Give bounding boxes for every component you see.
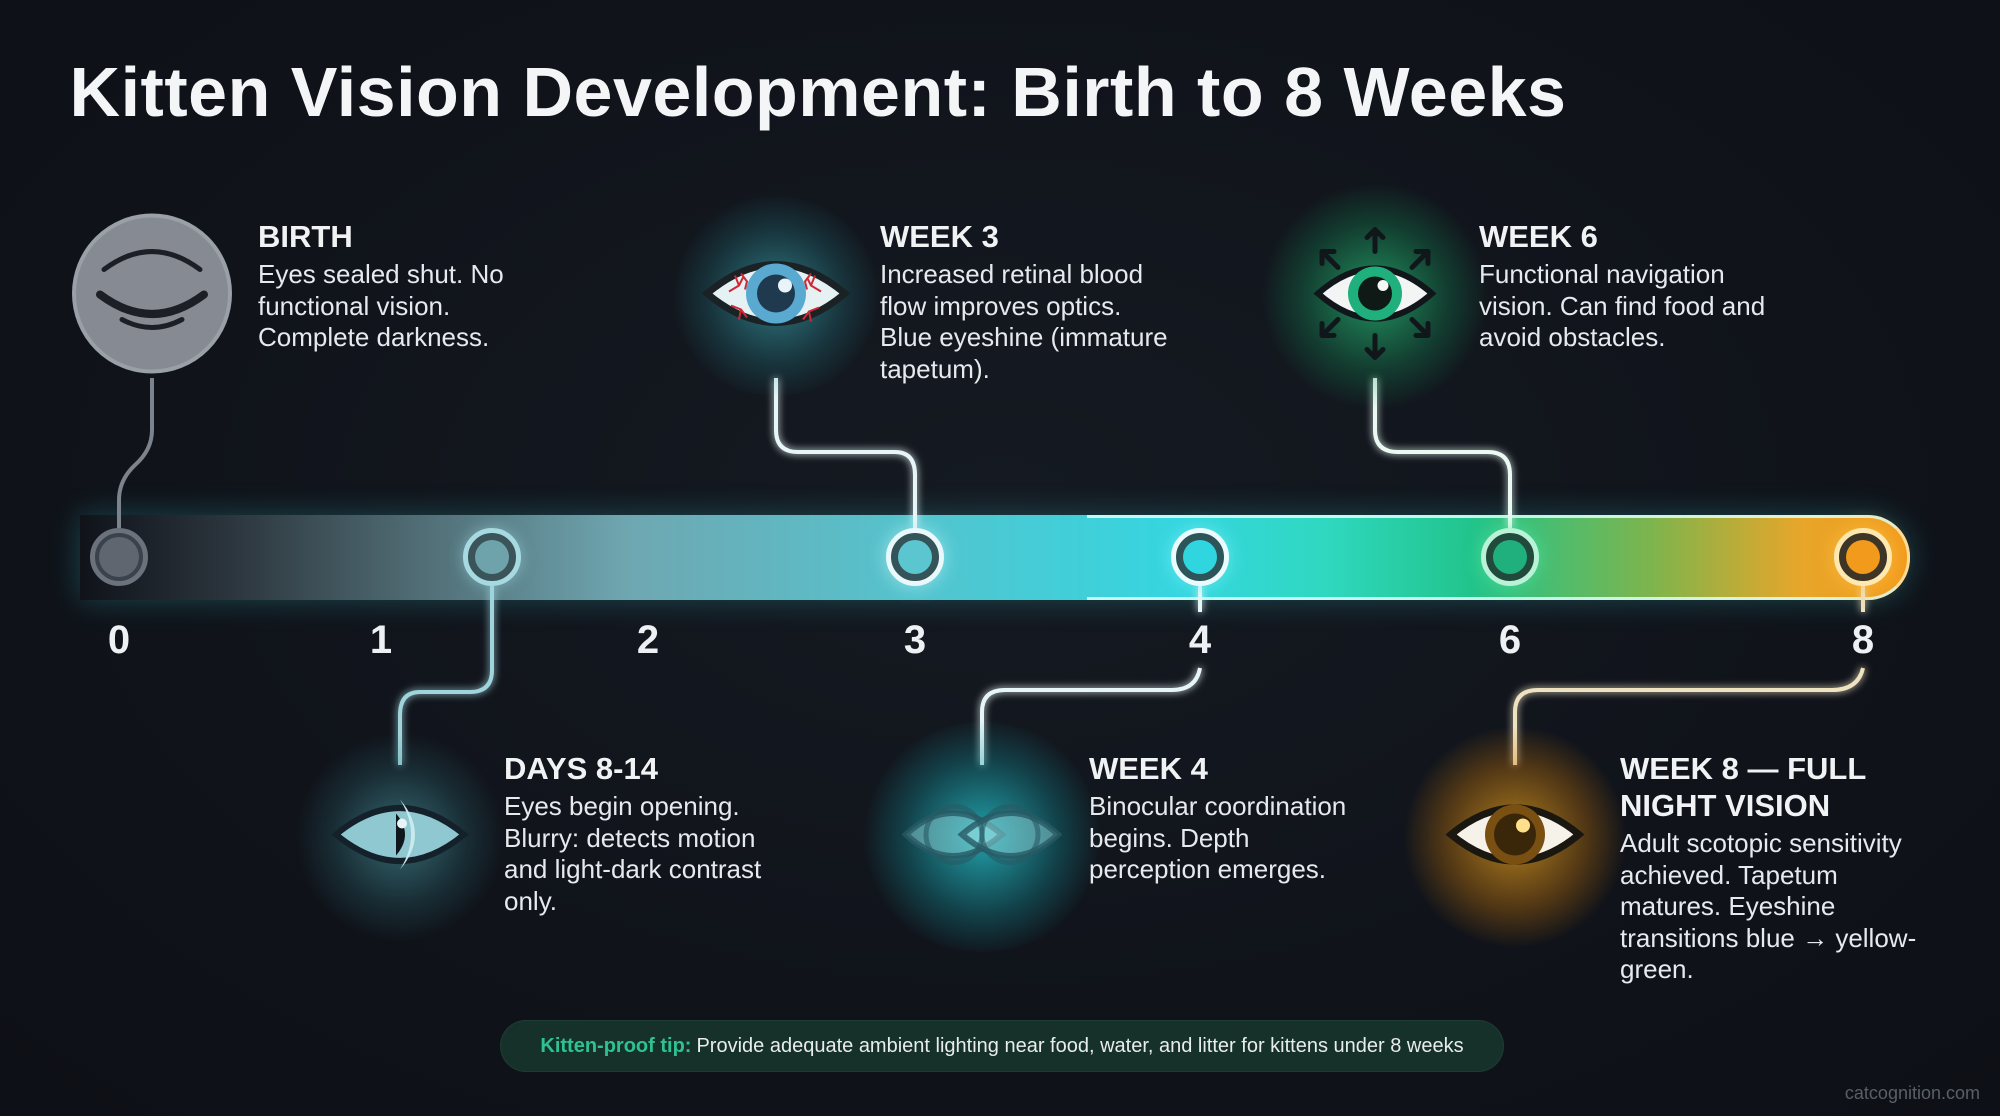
timeline-node-week-6[interactable] [1481,528,1539,586]
tick-label: 2 [636,618,660,662]
stage-heading: DAYS 8-14 [504,751,658,786]
tick-label: 0 [107,618,131,662]
closed-eye-icon [70,212,234,381]
tick-label: 6 [1498,618,1522,662]
timeline-node-week-4[interactable] [1171,528,1229,586]
stage-heading: WEEK 4 [1089,751,1208,786]
stage-week-4: WEEK 4 Binocular coordination begins. De… [1089,750,1359,886]
stage-heading: WEEK 6 [1479,219,1598,254]
tip-text: Provide adequate ambient lighting near f… [696,1034,1464,1057]
half-open-eye-icon [330,790,470,885]
tick-label: 1 [369,618,393,662]
timeline-node-week-8[interactable] [1834,528,1892,586]
connector-birth [117,378,154,528]
stage-description: Binocular coordination begins. Depth per… [1089,791,1347,884]
connector-week-8 [1513,586,1865,765]
tip-label: Kitten-proof tip: [540,1034,692,1057]
stage-description: Increased retinal blood flow improves op… [880,259,1168,384]
bloodshot-eye-icon [701,244,851,349]
tick-label: 8 [1851,618,1875,662]
connector-week-6 [1373,378,1512,528]
connector-week-3 [774,378,917,528]
binocular-eyes-icon [901,790,1063,885]
stage-week-8: WEEK 8 — FULL NIGHT VISION Adult scotopi… [1620,750,1930,986]
navigation-eye-icon [1310,224,1440,369]
tick-label: 3 [903,618,927,662]
stage-description: Eyes begin opening. Blurry: detects moti… [504,791,762,916]
timeline-node-birth[interactable] [90,528,148,586]
kitten-proof-tip: Kitten-proof tip: Provide adequate ambie… [500,1020,1504,1072]
stage-description: Functional navigation vision. Can find f… [1479,259,1766,352]
timeline-bar [80,515,1910,600]
timeline-node-days-8-14[interactable] [463,528,521,586]
stage-heading: WEEK 8 — FULL NIGHT VISION [1620,751,1866,823]
stage-week-6: WEEK 6 Functional navigation vision. Can… [1479,218,1789,354]
timeline-node-week-3[interactable] [886,528,944,586]
tick-label: 4 [1188,618,1212,662]
stage-description: Adult scotopic sensitivity achieved. Tap… [1620,828,1917,984]
stage-week-3: WEEK 3 Increased retinal blood flow impr… [880,218,1170,385]
page-title: Kitten Vision Development: Birth to 8 We… [69,53,1567,131]
golden-eye-icon [1445,790,1585,885]
stage-description: Eyes sealed shut. No functional vision. … [258,259,504,352]
connector-week-4 [980,586,1202,765]
connector-days-8-14 [398,586,494,765]
stage-days-8-14: DAYS 8-14 Eyes begin opening. Blurry: de… [504,750,794,917]
stage-heading: WEEK 3 [880,219,999,254]
watermark: catcognition.com [1844,1083,1980,1103]
stage-birth: BIRTH Eyes sealed shut. No functional vi… [258,218,558,354]
stage-heading: BIRTH [258,219,353,254]
